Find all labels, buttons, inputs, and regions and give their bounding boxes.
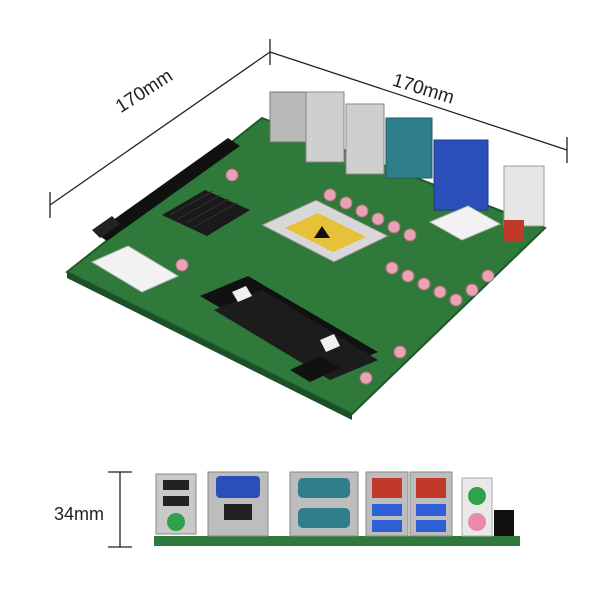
io-height-label: 34mm [54, 504, 105, 524]
rj45-usb3-port-2 [409, 471, 453, 537]
pcie-slot [95, 138, 240, 241]
audio-jacks [461, 477, 514, 537]
dimension-line-right [269, 51, 568, 163]
atx-power-connector [90, 245, 180, 293]
vga-port [207, 471, 269, 537]
sata-connector [290, 356, 340, 382]
io-panel-base [154, 536, 520, 546]
ram-latch-right [320, 334, 340, 352]
aux-power-connector [428, 205, 502, 241]
ram-slot-2 [214, 290, 378, 380]
chipset-heatsink [162, 190, 250, 236]
serial-ports [289, 471, 359, 537]
dimension-line-height [108, 471, 132, 548]
pcie-slot-latch [92, 216, 120, 238]
usb2-ps2-combo [155, 473, 197, 535]
warning-triangle-icon [314, 226, 330, 238]
rj45-usb3-port-1 [365, 471, 409, 537]
capacitor-row [175, 168, 495, 385]
pcb-edge [67, 272, 352, 420]
ram-latch-left [232, 286, 252, 302]
